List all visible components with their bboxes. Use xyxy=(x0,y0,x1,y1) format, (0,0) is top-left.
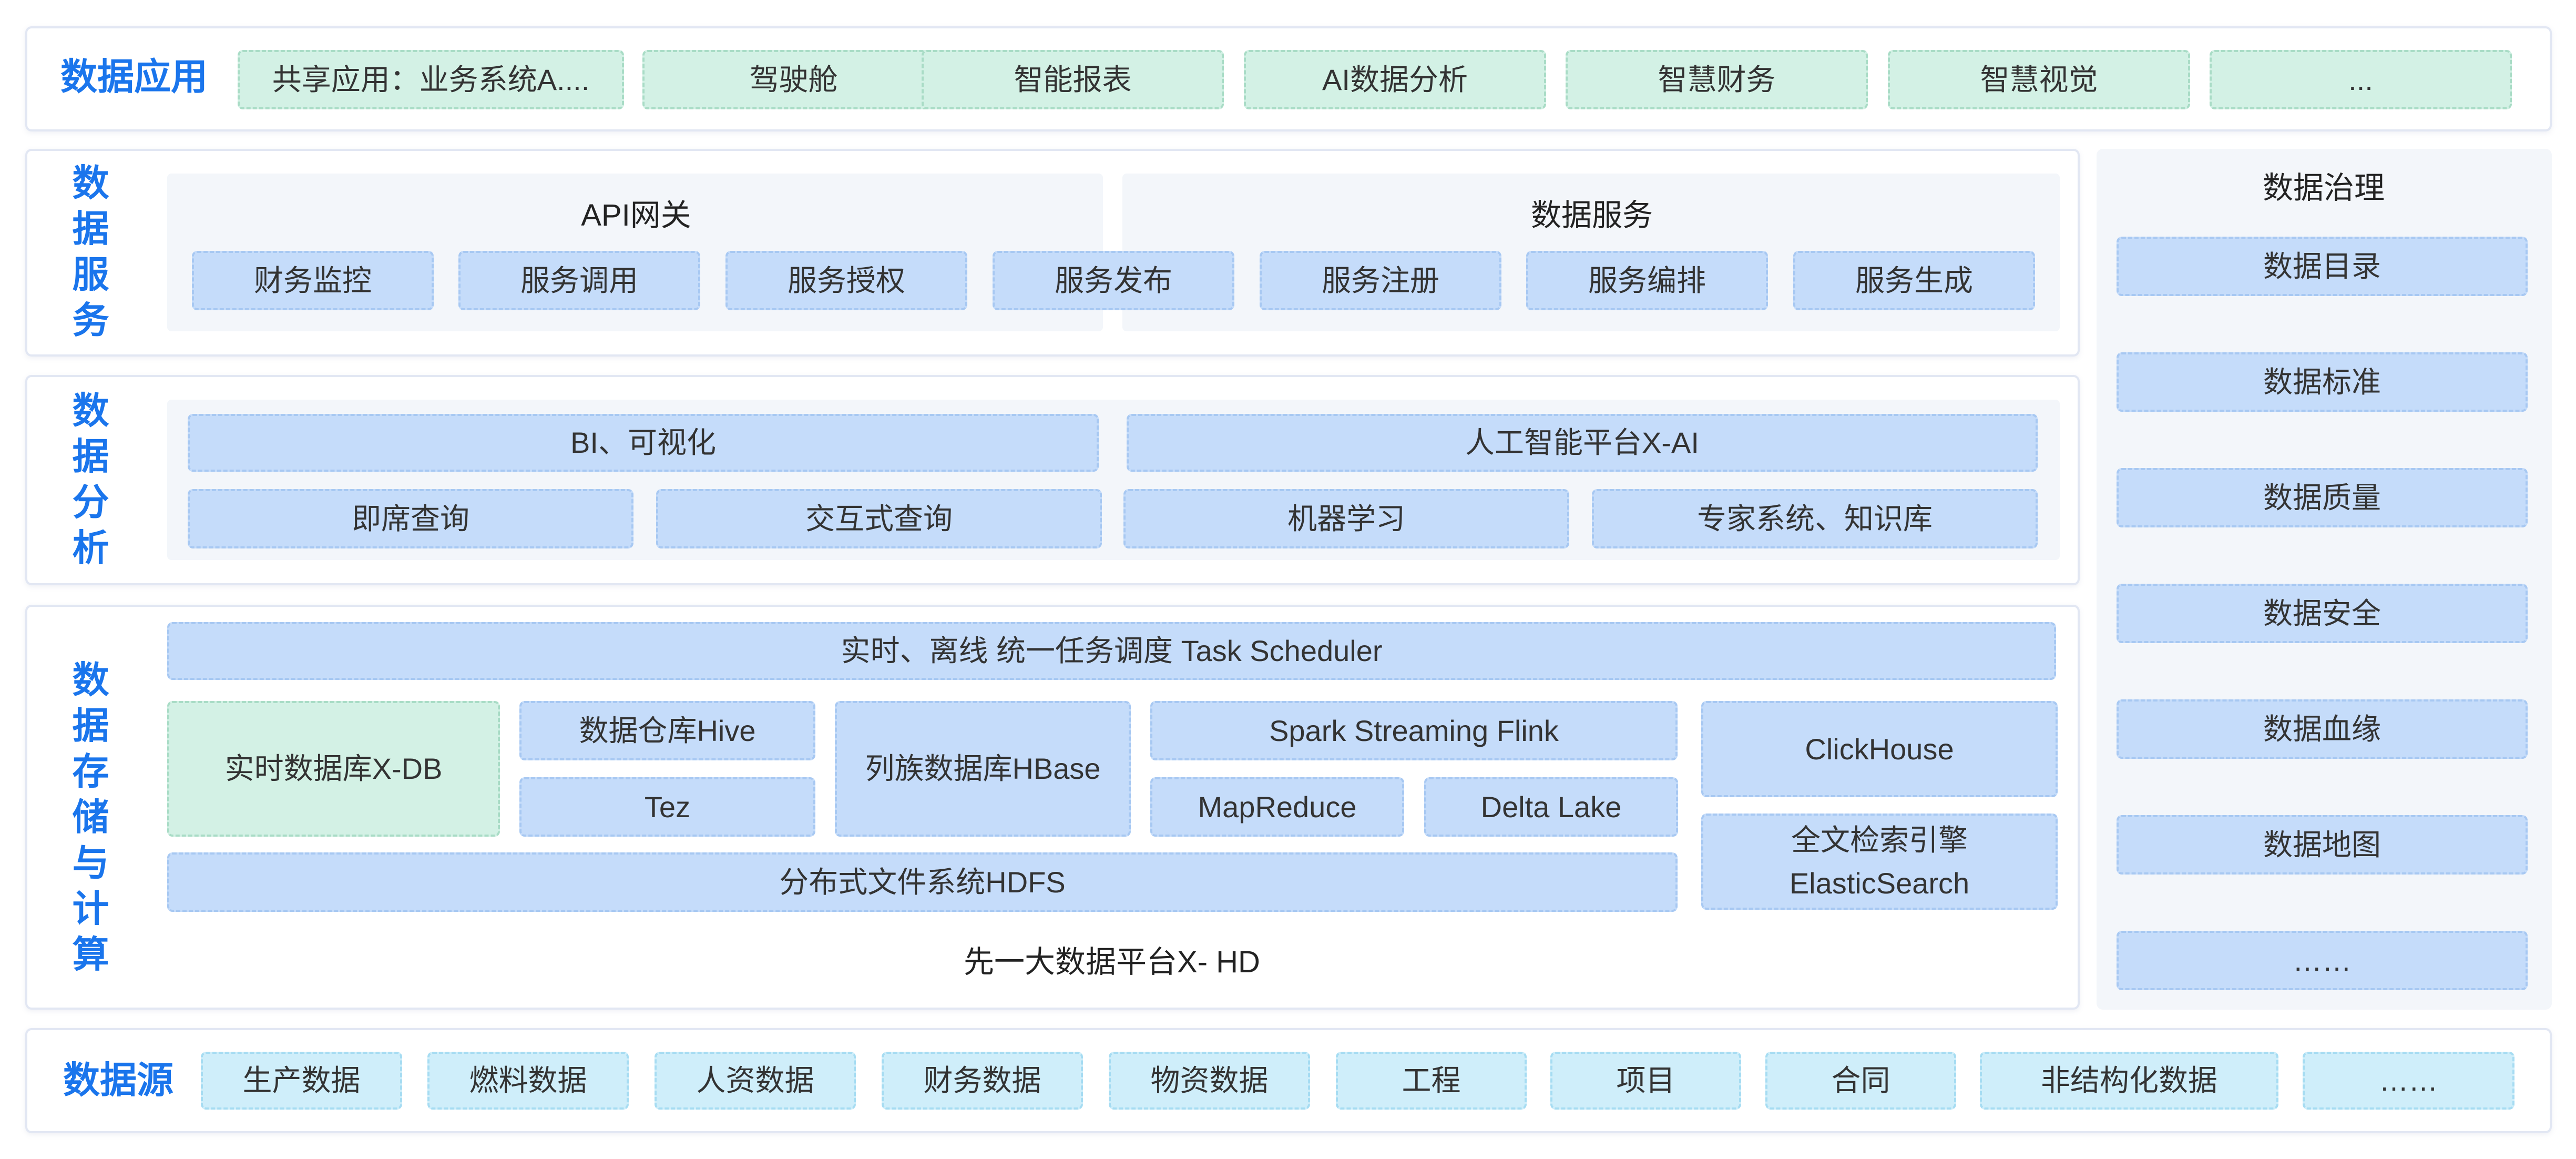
service-item-register[interactable]: 服务注册 xyxy=(1260,251,1501,310)
source-production[interactable]: 生产数据 xyxy=(201,1052,402,1110)
app-item-smart-vision[interactable]: 智慧视觉 xyxy=(1888,50,2190,109)
elasticsearch-line2: ElasticSearch xyxy=(1789,866,1970,900)
source-finance[interactable]: 财务数据 xyxy=(882,1052,1083,1110)
analysis-adhoc-query[interactable]: 即席查询 xyxy=(188,489,633,548)
app-item-more[interactable]: ... xyxy=(2210,50,2512,109)
data-governance-title: 数据治理 xyxy=(2262,171,2385,205)
service-item-generate[interactable]: 服务生成 xyxy=(1793,251,2035,310)
storage-compute-title: 数据存储与计算 xyxy=(72,659,109,975)
app-item-ai-analysis[interactable]: AI数据分析 xyxy=(1244,50,1546,109)
service-item-publish[interactable]: 服务发布 xyxy=(993,251,1234,310)
app-item-smart-report[interactable]: 智能报表 xyxy=(922,50,1224,109)
mapreduce[interactable]: MapReduce xyxy=(1150,777,1404,837)
source-engineering[interactable]: 工程 xyxy=(1336,1052,1527,1110)
analysis-bi-visualization[interactable]: BI、可视化 xyxy=(188,414,1099,472)
analysis-machine-learning[interactable]: 机器学习 xyxy=(1123,489,1569,548)
delta-lake[interactable]: Delta Lake xyxy=(1424,777,1678,837)
governance-security[interactable]: 数据安全 xyxy=(2117,584,2528,643)
data-analysis-title: 数据分析 xyxy=(72,390,109,568)
governance-more[interactable]: …… xyxy=(2117,931,2528,990)
api-gateway-label: API网关 xyxy=(581,198,691,232)
app-item-cockpit[interactable]: 驾驶舱 xyxy=(642,50,945,109)
app-item-smart-finance[interactable]: 智慧财务 xyxy=(1566,50,1868,109)
hive-warehouse[interactable]: 数据仓库Hive xyxy=(519,701,815,760)
source-unstructured[interactable]: 非结构化数据 xyxy=(1980,1052,2278,1110)
source-contract[interactable]: 合同 xyxy=(1765,1052,1956,1110)
elasticsearch-line1: 全文检索引擎 xyxy=(1791,824,1968,857)
governance-map[interactable]: 数据地图 xyxy=(2117,815,2528,875)
hdfs[interactable]: 分布式文件系统HDFS xyxy=(167,852,1678,912)
governance-catalog[interactable]: 数据目录 xyxy=(2117,237,2528,296)
data-source-title: 数据源 xyxy=(63,1059,173,1101)
governance-standard[interactable]: 数据标准 xyxy=(2117,352,2528,412)
service-item-invoke[interactable]: 服务调用 xyxy=(458,251,700,310)
source-more[interactable]: …… xyxy=(2303,1052,2514,1110)
tez-engine[interactable]: Tez xyxy=(519,777,815,837)
data-application-title: 数据应用 xyxy=(60,56,208,97)
analysis-expert-system[interactable]: 专家系统、知识库 xyxy=(1592,489,2038,548)
source-materials[interactable]: 物资数据 xyxy=(1109,1052,1310,1110)
elasticsearch[interactable]: 全文检索引擎 ElasticSearch xyxy=(1701,814,2058,910)
data-service-title: 数据服务 xyxy=(72,162,109,341)
governance-quality[interactable]: 数据质量 xyxy=(2117,468,2528,527)
clickhouse[interactable]: ClickHouse xyxy=(1701,701,2058,797)
analysis-ai-platform[interactable]: 人工智能平台X-AI xyxy=(1127,414,2038,472)
app-item-shared[interactable]: 共享应用：业务系统A.... xyxy=(238,50,624,109)
spark-streaming-flink[interactable]: Spark Streaming Flink xyxy=(1150,701,1678,760)
realtime-database[interactable]: 实时数据库X-DB xyxy=(167,701,500,837)
service-item-orchestrate[interactable]: 服务编排 xyxy=(1526,251,1768,310)
source-fuel[interactable]: 燃料数据 xyxy=(427,1052,629,1110)
task-scheduler[interactable]: 实时、离线 统一任务调度 Task Scheduler xyxy=(167,622,2056,680)
governance-lineage[interactable]: 数据血缘 xyxy=(2117,699,2528,759)
source-hr[interactable]: 人资数据 xyxy=(655,1052,856,1110)
service-item-authorize[interactable]: 服务授权 xyxy=(725,251,967,310)
data-service-label: 数据服务 xyxy=(1530,198,1653,232)
hbase-database[interactable]: 列族数据库HBase xyxy=(835,701,1131,837)
source-project[interactable]: 项目 xyxy=(1550,1052,1741,1110)
analysis-interactive-query[interactable]: 交互式查询 xyxy=(656,489,1102,548)
service-item-finance-monitor[interactable]: 财务监控 xyxy=(192,251,434,310)
platform-name: 先一大数据平台X- HD xyxy=(964,945,1260,979)
